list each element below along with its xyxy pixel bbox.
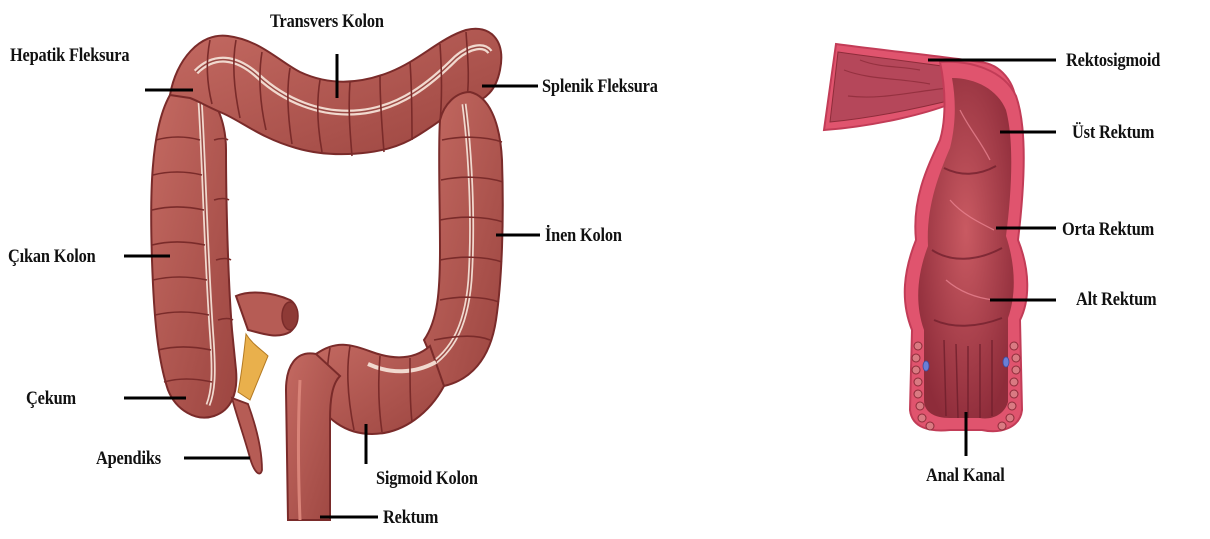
descending-colon [420, 92, 503, 386]
label-orta-rektum: Orta Rektum [1062, 220, 1154, 239]
label-alt-rektum: Alt Rektum [1076, 290, 1156, 309]
rectum-left [286, 353, 340, 520]
label-hepatik-fleksura: Hepatik Fleksura [10, 46, 129, 65]
label-cekum: Çekum [26, 389, 76, 408]
appendix [232, 398, 262, 474]
label-anal-kanal: Anal Kanal [926, 466, 1005, 485]
large-intestine-illustration [151, 29, 503, 520]
ascending-colon [151, 88, 236, 418]
label-splenik-fleksura: Splenik Fleksura [542, 77, 658, 96]
label-inen-kolon: İnen Kolon [545, 226, 622, 245]
label-sigmoid-kolon: Sigmoid Kolon [376, 469, 478, 488]
rectum-detail-illustration [824, 44, 1027, 431]
label-rektum: Rektum [383, 508, 438, 527]
label-ust-rektum: Üst Rektum [1072, 123, 1154, 142]
label-cikan-kolon: Çıkan Kolon [8, 247, 96, 266]
label-transvers-kolon: Transvers Kolon [270, 12, 384, 31]
label-rektosigmoid: Rektosigmoid [1066, 51, 1160, 70]
label-apendiks: Apendiks [96, 449, 161, 468]
